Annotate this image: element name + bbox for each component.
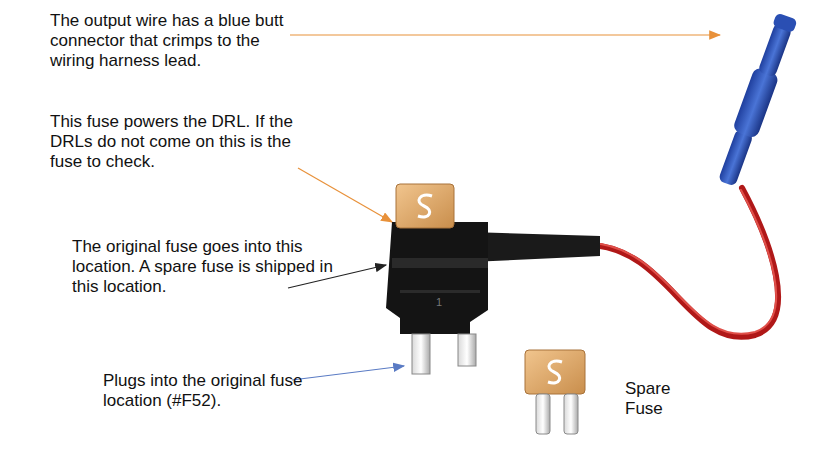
spare-fuse xyxy=(525,350,585,394)
holder-slot xyxy=(392,258,488,268)
leader-line xyxy=(292,366,404,380)
fuse-prong xyxy=(412,334,430,374)
callout-text: This fuse powers the DRL. If the DRLs do… xyxy=(50,112,296,172)
leader-line xyxy=(290,34,720,35)
callout-text: The output wire has a blue butt connecto… xyxy=(50,11,290,71)
holder-seam xyxy=(400,290,480,293)
fuse-prong xyxy=(564,394,578,434)
red-wire xyxy=(590,188,778,337)
fuse-logo xyxy=(418,195,432,217)
wire-highlight xyxy=(590,190,776,334)
part-label: Spare Fuse xyxy=(625,379,677,419)
callout-text: The original fuse goes into this locatio… xyxy=(72,237,344,297)
fuse-logo xyxy=(548,361,562,383)
fuse-prong xyxy=(536,394,550,434)
holder-body xyxy=(386,222,488,334)
callout-text: Plugs into the original fuse location (#… xyxy=(103,371,303,411)
heat-shrink xyxy=(470,232,600,262)
fuse-prong xyxy=(458,334,476,366)
molded-number: 1 xyxy=(436,296,448,309)
butt-connector xyxy=(714,12,799,188)
leader-line xyxy=(298,168,392,222)
fuse-top xyxy=(396,184,454,228)
